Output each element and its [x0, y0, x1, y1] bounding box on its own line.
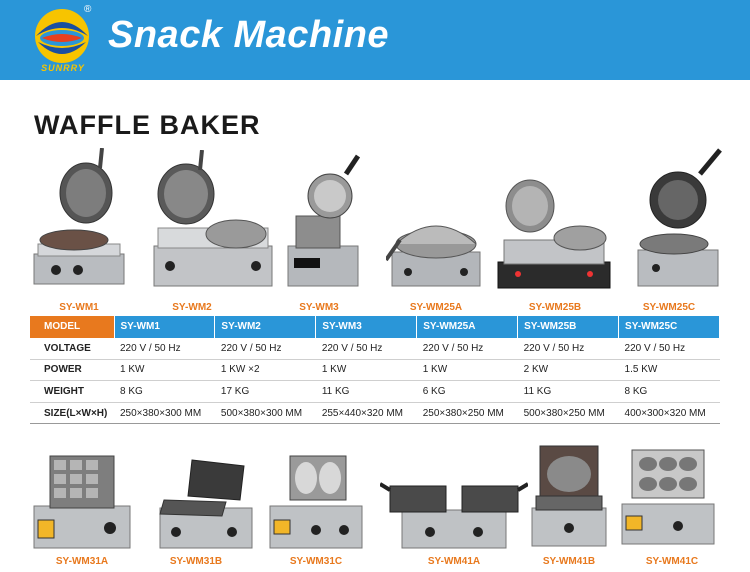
table-cell: 17 KG [214, 380, 316, 403]
header-banner: ® SUNRRY Snack Machine [0, 0, 750, 80]
product-caption: SY-WM2 [172, 302, 212, 313]
product-image-sy-wm25c [634, 144, 724, 290]
header-model: SY-WM2 [214, 316, 317, 338]
table-cell: 1 KW ×2 [214, 359, 316, 382]
table-row: VOLTAGE 220 V / 50 Hz 220 V / 50 Hz 220 … [30, 337, 720, 360]
table-cell: 220 V / 50 Hz [517, 337, 619, 360]
product-caption: SY-WM41A [427, 556, 481, 567]
table-cell: 220 V / 50 Hz [114, 337, 215, 360]
product-caption: SY-WM31C [289, 556, 343, 567]
row-label: WEIGHT [30, 380, 114, 403]
product-caption: SY-WM31A [55, 556, 109, 567]
product-image-sy-wm3 [284, 150, 364, 290]
header-model: SY-WM3 [315, 316, 418, 338]
product-image-sy-wm41a [380, 480, 528, 550]
table-cell: 8 KG [114, 380, 215, 403]
table-cell: 250×380×300 MM [114, 402, 215, 425]
row-label: SIZE(L×W×H) [30, 402, 114, 425]
table-cell: 11 KG [517, 380, 619, 403]
product-image-sy-wm31b [156, 456, 256, 552]
product-image-sy-wm1 [30, 148, 130, 288]
product-caption: SY-WM25C [642, 302, 696, 313]
product-image-sy-wm41b [528, 444, 610, 550]
product-image-sy-wm31c [266, 452, 366, 552]
table-cell: 8 KG [618, 380, 720, 403]
table-cell: 220 V / 50 Hz [416, 337, 518, 360]
table-cell: 500×380×250 MM [517, 402, 619, 425]
product-caption: SY-WM41B [542, 556, 596, 567]
table-header-row: MODEL SY-WM1 SY-WM2 SY-WM3 SY-WM25A SY-W… [30, 316, 720, 338]
product-image-sy-wm41c [618, 448, 718, 548]
product-caption: SY-WM31B [169, 556, 223, 567]
table-cell: 1 KW [416, 359, 518, 382]
table-cell: 220 V / 50 Hz [618, 337, 720, 360]
header-model: SY-WM1 [114, 316, 216, 338]
header-model: SY-WM25A [416, 316, 519, 338]
table-cell: 255×440×320 MM [315, 402, 417, 425]
row-label: POWER [30, 359, 114, 382]
table-cell: 500×380×300 MM [214, 402, 316, 425]
product-caption: SY-WM25A [409, 302, 463, 313]
row-label: VOLTAGE [30, 337, 114, 360]
product-image-sy-wm31a [30, 452, 135, 552]
header-model: SY-WM25C [618, 316, 720, 338]
spec-table: MODEL SY-WM1 SY-WM2 SY-WM3 SY-WM25A SY-W… [30, 316, 720, 425]
table-cell: 11 KG [315, 380, 417, 403]
product-caption: SY-WM1 [59, 302, 99, 313]
table-row: POWER 1 KW 1 KW ×2 1 KW 1 KW 2 KW 1.5 KW [30, 359, 720, 382]
table-cell: 1 KW [114, 359, 215, 382]
section-title: WAFFLE BAKER [34, 110, 261, 140]
registered-mark: ® [84, 4, 92, 15]
table-cell: 6 KG [416, 380, 518, 403]
table-row: SIZE(L×W×H) 250×380×300 MM 500×380×300 M… [30, 402, 720, 425]
product-caption: SY-WM3 [299, 302, 339, 313]
table-cell: 1 KW [315, 359, 417, 382]
sunrry-logo-icon [35, 9, 89, 63]
table-cell: 250×380×250 MM [416, 402, 518, 425]
table-cell: 2 KW [517, 359, 619, 382]
product-image-sy-wm2 [150, 150, 275, 290]
table-cell: 220 V / 50 Hz [214, 337, 316, 360]
page-title: Snack Machine [108, 14, 390, 56]
product-caption: SY-WM25B [528, 302, 582, 313]
table-cell: 220 V / 50 Hz [315, 337, 417, 360]
header-label: MODEL [30, 316, 115, 338]
product-image-sy-wm25b [494, 166, 614, 290]
table-cell: 1.5 KW [618, 359, 720, 382]
product-image-sy-wm25a [386, 200, 486, 290]
table-cell: 400×300×320 MM [618, 402, 720, 425]
brand-logo-text: SUNRRY [41, 63, 85, 73]
table-row: WEIGHT 8 KG 17 KG 11 KG 6 KG 11 KG 8 KG [30, 380, 720, 403]
product-caption: SY-WM41C [645, 556, 699, 567]
header-model: SY-WM25B [517, 316, 620, 338]
